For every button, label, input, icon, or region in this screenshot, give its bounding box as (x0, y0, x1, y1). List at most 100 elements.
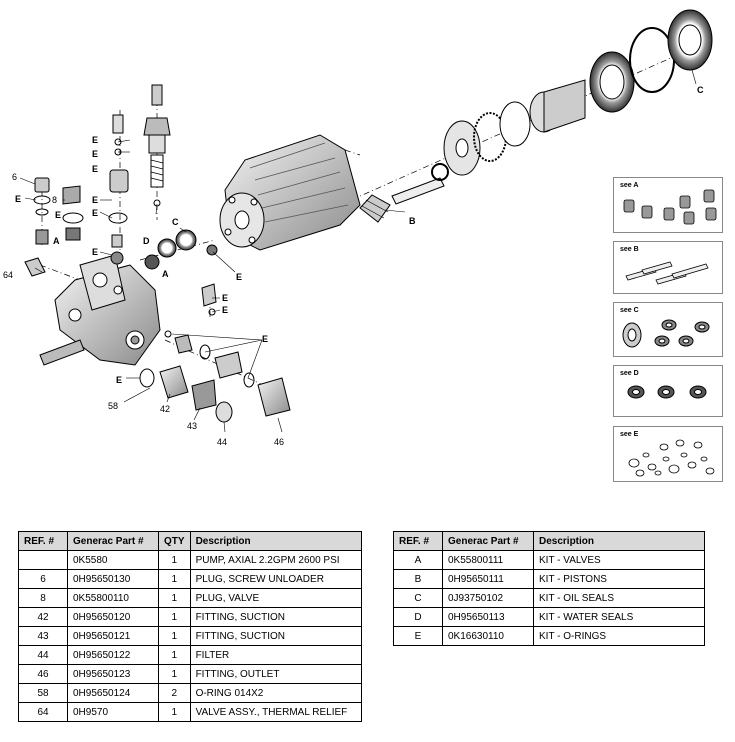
callout-c-mid: C (172, 217, 179, 227)
desc-cell: KIT - PISTONS (533, 569, 705, 589)
col-qty: QTY (158, 531, 191, 551)
callout-b: B (409, 216, 416, 226)
exploded-pump-diagram: C C B A A D E E E E E E E E E E E E E 6 … (3, 9, 713, 447)
desc-cell: KIT - WATER SEALS (533, 607, 705, 627)
qty-cell: 1 (158, 607, 191, 627)
ref-cell (18, 550, 68, 570)
qty-cell: 1 (158, 645, 191, 665)
kit-box-a-title: see A (620, 182, 639, 189)
piston-kit-icon (625, 261, 709, 285)
col-ref: REF. # (393, 531, 443, 551)
callout-c-top: C (697, 85, 704, 95)
parts-table-header: REF. # Generac Part # QTY Description (18, 531, 362, 551)
ref-cell: D (393, 607, 443, 627)
outlet-fittings (139, 283, 291, 423)
qty-cell: 1 (158, 569, 191, 589)
callout-44: 44 (217, 437, 227, 447)
callout-e: E (92, 247, 98, 257)
part-cell: 0H95650121 (67, 626, 159, 646)
ref-cell: 6 (18, 569, 68, 589)
desc-cell: KIT - O-RINGS (533, 626, 705, 646)
callout-58: 58 (108, 401, 118, 411)
callout-e: E (92, 164, 98, 174)
callout-d: D (143, 236, 150, 246)
o-ring-kit-icon (628, 439, 715, 477)
callout-6: 6 (12, 172, 17, 182)
swashplate-assembly (443, 9, 713, 176)
kit-box-c-title: see C (620, 307, 639, 314)
part-cell: 0H9570 (67, 702, 159, 722)
kit-box-d-title: see D (620, 370, 639, 377)
callout-e: E (15, 194, 21, 204)
desc-cell: VALVE ASSY., THERMAL RELIEF (189, 702, 362, 722)
desc-cell: PUMP, AXIAL 2.2GPM 2600 PSI (189, 550, 362, 570)
col-description: Description (189, 531, 362, 551)
ref-cell: C (393, 588, 443, 608)
ref-cell: B (393, 569, 443, 589)
callout-42: 42 (160, 404, 170, 414)
callout-e: E (92, 195, 98, 205)
col-ref: REF. # (18, 531, 68, 551)
part-cell: 0K55800110 (67, 588, 159, 608)
callout-e: E (55, 210, 61, 220)
ref-cell: 43 (18, 626, 68, 646)
part-cell: 0H95650111 (442, 569, 534, 589)
ref-cell: A (393, 550, 443, 570)
desc-cell: FILTER (189, 645, 362, 665)
part-cell: 0K55800111 (442, 550, 534, 570)
piston-seal-parts (144, 163, 449, 270)
valve-kit-icon (623, 189, 717, 225)
desc-cell: FITTING, OUTLET (189, 664, 362, 684)
oil-seal-kit-icon (622, 319, 710, 348)
plug-parts-left (24, 177, 84, 277)
ref-cell: 58 (18, 683, 68, 703)
part-cell: 0H95650123 (67, 664, 159, 684)
callout-8: 8 (52, 195, 57, 205)
part-cell: 0H95650120 (67, 607, 159, 627)
ref-cell: 64 (18, 702, 68, 722)
pump-crankcase (219, 134, 361, 251)
kit-table-header: REF. # Generac Part # Description (393, 531, 705, 551)
kit-box-b: see B (613, 241, 723, 294)
part-cell: 0H95650130 (67, 569, 159, 589)
callout-e: E (222, 293, 228, 303)
ref-cell: 46 (18, 664, 68, 684)
callout-e: E (92, 135, 98, 145)
ref-cell: 8 (18, 588, 68, 608)
callout-e: E (262, 334, 268, 344)
qty-cell: 1 (158, 588, 191, 608)
callout-e: E (222, 305, 228, 315)
qty-cell: 1 (158, 664, 191, 684)
parts-table: REF. # Generac Part # QTY Description 0K… (18, 531, 362, 722)
part-cell: 0K5580 (67, 550, 159, 570)
kit-box-e-title: see E (620, 431, 639, 438)
qty-cell: 2 (158, 683, 191, 703)
unloader-assembly (108, 84, 171, 265)
part-cell: 0K16630110 (442, 626, 534, 646)
callout-64: 64 (3, 270, 13, 280)
part-cell: 0H95650113 (442, 607, 534, 627)
qty-cell: 1 (158, 702, 191, 722)
kit-box-d: see D (613, 365, 723, 417)
desc-cell: FITTING, SUCTION (189, 607, 362, 627)
qty-cell: 1 (158, 550, 191, 570)
kit-box-c: see C (613, 302, 723, 357)
callout-a-2: A (162, 269, 169, 279)
desc-cell: FITTING, SUCTION (189, 626, 362, 646)
callout-e: E (92, 149, 98, 159)
col-description: Description (533, 531, 705, 551)
kit-box-e: see E (613, 426, 723, 482)
kit-box-a: see A (613, 177, 723, 233)
col-part: Generac Part # (442, 531, 534, 551)
kit-box-b-title: see B (620, 246, 639, 253)
